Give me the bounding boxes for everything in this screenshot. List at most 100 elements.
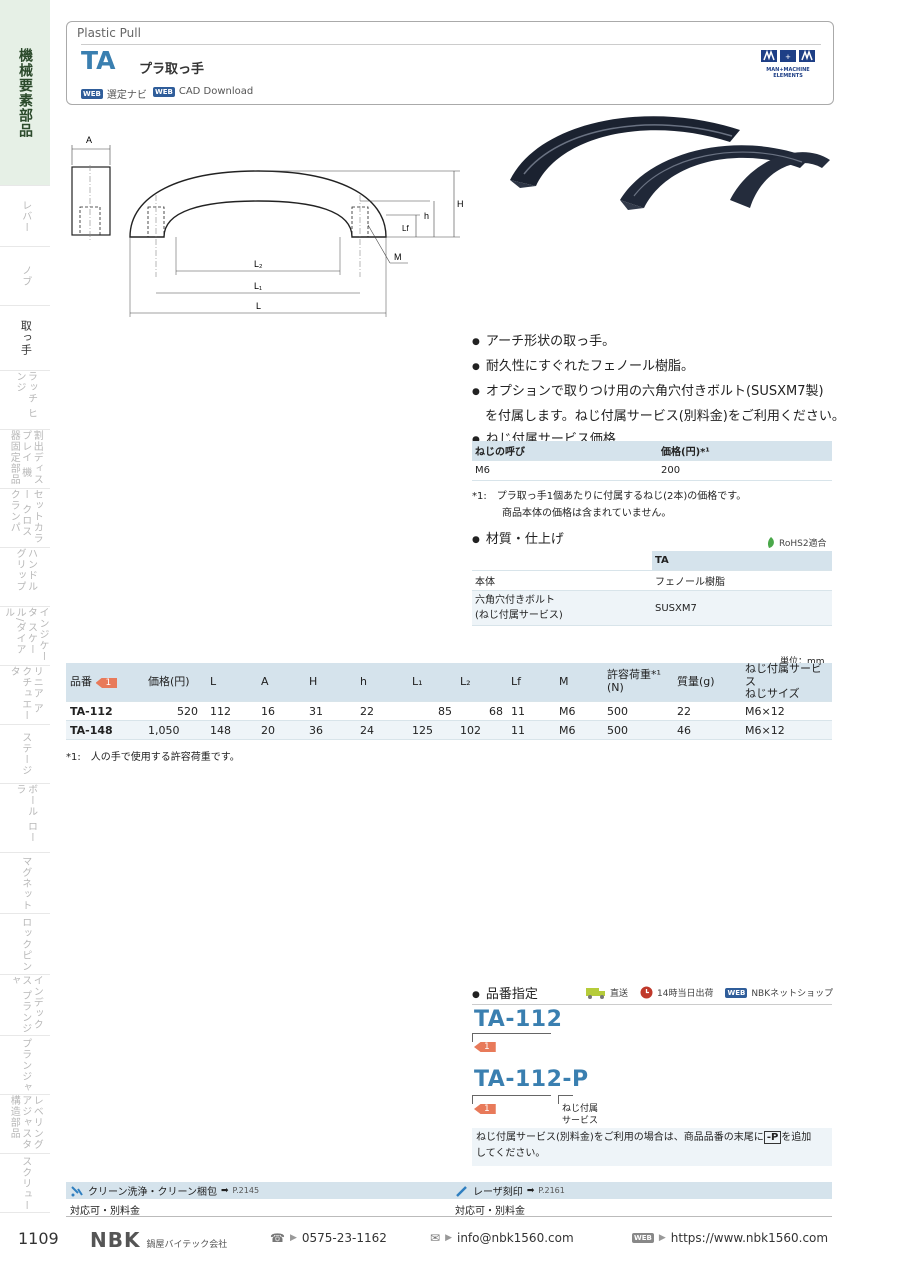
clean-option-header: クリーン洗浄・クリーン梱包 ➡ P.2145 xyxy=(66,1182,453,1199)
sidebar-tab-set-collar[interactable]: セットカラー クロスクランパ xyxy=(0,489,50,548)
brand-logo: + MAN+MACHINE ELEMENTS xyxy=(757,48,819,79)
website-link[interactable]: WEB▶ https://www.nbk1560.com xyxy=(632,1231,829,1245)
table-row: 本体 フェノール樹脂 xyxy=(472,570,832,591)
page-number: 1109 xyxy=(18,1229,59,1248)
clock-icon xyxy=(640,986,653,999)
table-header: H xyxy=(305,663,356,702)
options-divider xyxy=(66,1216,832,1217)
order-divider xyxy=(472,1004,832,1005)
phone-icon: ☎ xyxy=(270,1231,285,1245)
sidebar-tab-lock-pin[interactable]: ロックピン xyxy=(0,914,50,975)
sidebar-tab-latch-hinge[interactable]: ラッチ ヒンジ xyxy=(0,371,50,430)
rohs-badge: RoHS2適合 xyxy=(766,536,827,549)
sidebar-tab-handle-grip[interactable]: ハンドル グリップ xyxy=(0,548,50,607)
table-header: Lf xyxy=(507,663,555,702)
sidebar: 機械要素部品 レバー ノブ 取っ手 ラッチ ヒンジ 割出ディスプレイ 機器固定部… xyxy=(0,0,50,1272)
feature-item-continued: を付属します。ねじ付属サービス(別料金)をご利用ください。 xyxy=(485,409,845,424)
sidebar-tab-plunger[interactable]: プランジャ xyxy=(0,1036,50,1095)
laser-icon xyxy=(456,1185,467,1197)
feature-list: アーチ形状の取っ手。 耐久性にすぐれたフェノール樹脂。 オプションで取りつけ用の… xyxy=(472,330,845,453)
phone-contact[interactable]: ☎▶ 0575-23-1162 xyxy=(270,1231,387,1245)
dim-h-label: h xyxy=(424,211,429,221)
table-header: 許容荷重*¹ (N) xyxy=(603,663,673,702)
category-label: Plastic Pull xyxy=(77,26,141,40)
web-icon: WEB xyxy=(153,86,175,97)
service-price-note: *1: プラ取っ手1個あたりに付属するねじ(2本)の価格です。 商品本体の価格は… xyxy=(472,491,747,519)
web-icon: WEB xyxy=(632,1233,654,1243)
table-header: TA xyxy=(652,551,832,571)
sidebar-tab-magnet[interactable]: マグネット xyxy=(0,853,50,914)
web-icon: WEB xyxy=(725,987,748,998)
leaf-icon xyxy=(767,536,774,548)
clean-page-link[interactable]: P.2145 xyxy=(232,1186,260,1195)
sidebar-tab-pull[interactable]: 取っ手 xyxy=(0,306,50,371)
dim-M-label: M xyxy=(394,252,402,262)
table-header: M xyxy=(555,663,603,702)
delivery-icons: 直送 14時当日出荷 WEB NBKネットショップ xyxy=(586,986,833,999)
product-header: Plastic Pull TA プラ取っ手 WEB 選定ナビ WEB CAD D… xyxy=(66,21,834,105)
table-header: 品番 1 xyxy=(66,663,144,702)
man-machine-logo-icon: + xyxy=(761,49,815,62)
sidebar-tab-ball-roller[interactable]: ボール ローラ xyxy=(0,784,50,853)
sidebar-tab-indicator[interactable]: インジケータ スケール/ダイアル xyxy=(0,607,50,666)
screw-service-label: ねじ付属 サービス xyxy=(562,1104,599,1126)
sidebar-tab-stage[interactable]: ステージ xyxy=(0,725,50,784)
order-bracket xyxy=(472,1095,551,1104)
material-title: 材質・仕上げ xyxy=(472,528,564,547)
table-header: ねじの呼び xyxy=(472,441,658,461)
svg-text:+: + xyxy=(785,52,790,62)
company-logo: NBK 鍋屋バイテック会社 xyxy=(90,1228,228,1252)
dim-L1-label: L₁ xyxy=(254,281,262,291)
arrow-right-icon: ➡ xyxy=(221,1185,229,1196)
product-photo xyxy=(510,116,830,210)
sidebar-tab-machine-elements[interactable]: 機械要素部品 xyxy=(0,0,50,186)
truck-icon xyxy=(586,987,605,999)
feature-item: オプションで取りつけ用の六角穴付きボルト(SUSXM7製) xyxy=(472,380,845,405)
sidebar-tab-lever[interactable]: レバー xyxy=(0,186,50,247)
unit-label: 単位：mm xyxy=(780,657,825,667)
sidebar-tab-index-display[interactable]: 割出ディスプレイ 機器固定部品 xyxy=(0,430,50,489)
table-row: TA-148 1,050 148 20 36 24 125 102 11 M6 … xyxy=(66,720,832,740)
nbk-shop-link[interactable]: NBKネットショップ xyxy=(751,989,834,999)
item-badge: 1 xyxy=(95,677,118,689)
order-example-2: TA-112-P xyxy=(474,1067,589,1092)
order-badge: 1 xyxy=(474,1042,496,1052)
order-bracket xyxy=(472,1033,551,1042)
dim-Lf-label: Lf xyxy=(402,224,409,233)
dim-A-label: A xyxy=(86,135,92,145)
table-header: A xyxy=(257,663,305,702)
clean-option-value: 対応可・別料金 xyxy=(70,1206,140,1217)
table-header: L xyxy=(206,663,257,702)
table-header: 価格(円) xyxy=(144,663,206,702)
laser-option-value: 対応可・別料金 xyxy=(455,1206,525,1217)
laser-page-link[interactable]: P.2161 xyxy=(538,1186,565,1195)
order-bracket-p xyxy=(558,1095,573,1104)
table-row: M6 200 xyxy=(472,460,832,481)
email-contact[interactable]: ✉▶ info@nbk1560.com xyxy=(430,1231,574,1245)
material-table: TA 本体 フェノール樹脂 六角穴付きボルト (ねじ付属サービス) SUSXM7 xyxy=(472,551,832,626)
table-header: L₁ xyxy=(408,663,456,702)
cad-download-link[interactable]: WEB CAD Download xyxy=(153,86,254,97)
table-header: h xyxy=(356,663,408,702)
laser-option-header: レーザ刻印 ➡ P.2161 xyxy=(451,1182,832,1199)
table-header: 価格(円)*¹ xyxy=(658,441,832,461)
arrow-right-icon: ➡ xyxy=(526,1185,535,1196)
dim-L2-label: L₂ xyxy=(254,259,263,269)
sidebar-tab-index-plunger[interactable]: インデックス プランジャ xyxy=(0,975,50,1036)
dim-L-label: L xyxy=(256,301,261,311)
nav-link[interactable]: WEB 選定ナビ xyxy=(81,88,147,101)
table-header: L₂ xyxy=(456,663,507,702)
dim-H-label: H xyxy=(457,199,464,209)
spec-table: 品番 1 価格(円) L A H h L₁ L₂ Lf M 許容荷重*¹ (N)… xyxy=(66,662,832,740)
product-title: プラ取っ手 xyxy=(139,62,205,77)
table-row: TA-112 520 112 16 31 22 85 68 11 M6 500 … xyxy=(66,701,832,721)
sidebar-tab-knob[interactable]: ノブ xyxy=(0,247,50,306)
sidebar-tab-leveling-adjuster[interactable]: レベリングアジャスタ 構造部品 xyxy=(0,1095,50,1154)
order-title: 品番指定 xyxy=(472,983,538,1002)
sidebar-tab-screw[interactable]: スクリュー xyxy=(0,1154,50,1213)
spec-note: *1: 人の手で使用する許容荷重です。 xyxy=(66,752,240,763)
model-code: TA xyxy=(81,46,116,75)
sidebar-tab-linear-actuator[interactable]: リニア アクチュエータ xyxy=(0,666,50,725)
feature-item: 耐久性にすぐれたフェノール樹脂。 xyxy=(472,355,845,380)
